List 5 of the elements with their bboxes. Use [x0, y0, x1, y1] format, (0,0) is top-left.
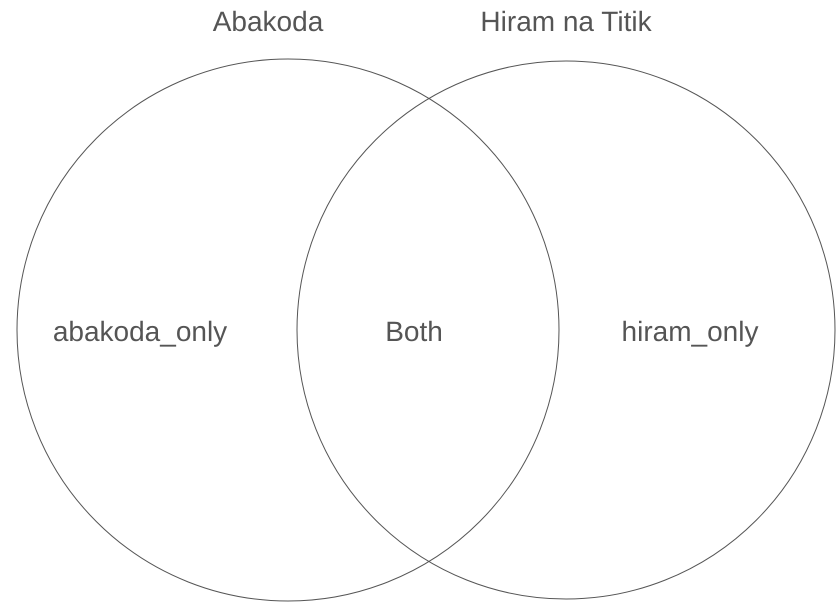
region-label: abakoda_only: [52, 316, 228, 348]
set-title: Abakoda: [212, 6, 324, 38]
set-title: Hiram na Titik: [480, 6, 652, 38]
region-label: Both: [385, 316, 443, 348]
region-label: hiram_only: [622, 316, 758, 348]
